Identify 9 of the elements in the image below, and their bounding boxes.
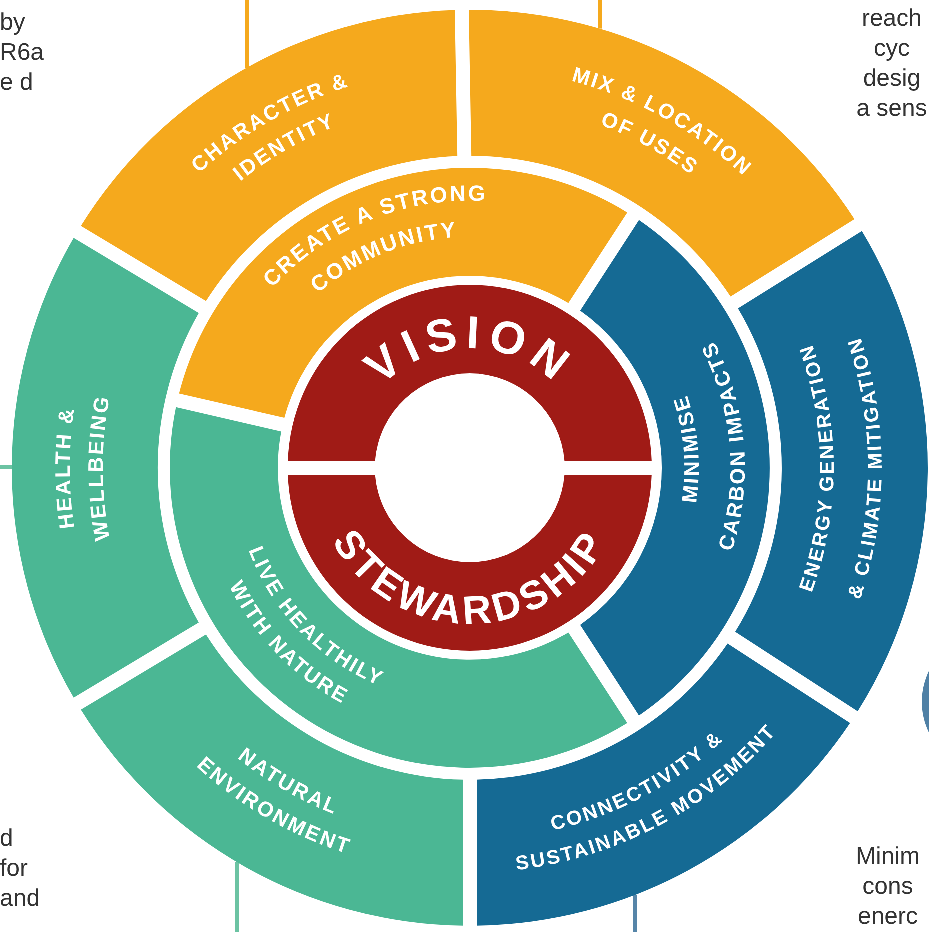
text-fragment: Minim cons enerc (856, 842, 920, 932)
leader-line (235, 862, 239, 932)
leader-line (633, 895, 637, 932)
text-fragment: by R6a e d (0, 8, 44, 98)
text-fragment: d for and (0, 824, 40, 914)
leader-line (245, 0, 249, 68)
leader-line (598, 0, 602, 29)
text-fragment: reach cyc desig a sens (856, 4, 928, 124)
leader-line (0, 465, 12, 469)
